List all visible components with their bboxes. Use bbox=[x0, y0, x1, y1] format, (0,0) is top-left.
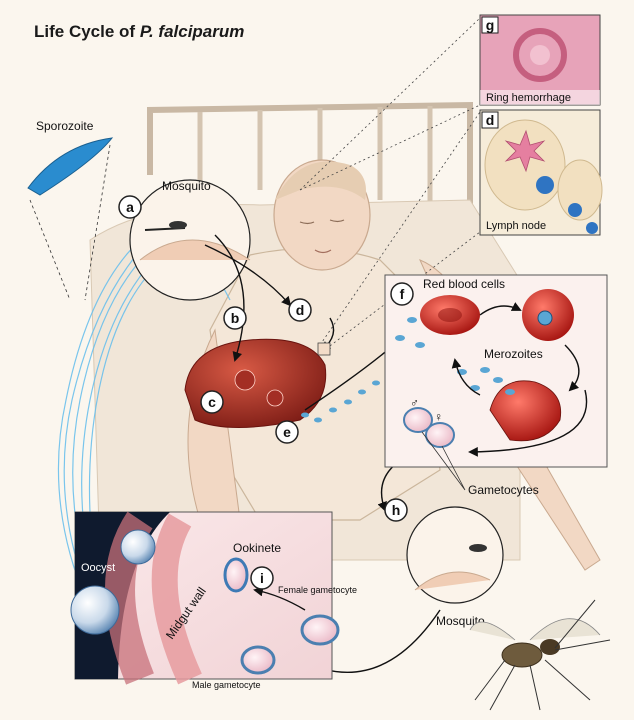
sporozoite-label: Sporozoite bbox=[36, 119, 94, 133]
female-symbol: ♀ bbox=[434, 410, 443, 424]
second-bite-circle bbox=[407, 507, 503, 603]
stage-e-text: e bbox=[283, 424, 291, 440]
mosquito-top-label: Mosquito bbox=[162, 179, 211, 193]
stage-badge-b: b bbox=[224, 307, 246, 329]
stage-badge-d: d bbox=[289, 299, 311, 321]
stage-badge-g: g bbox=[482, 17, 498, 33]
stage-h-text: h bbox=[392, 502, 401, 518]
merozoites-label: Merozoites bbox=[484, 347, 543, 361]
stage-badge-a: a bbox=[119, 196, 141, 218]
mosquito-illustration bbox=[470, 600, 610, 710]
stage-badge-i: i bbox=[251, 567, 273, 589]
stage-a-text: a bbox=[126, 199, 134, 215]
stage-g-text: g bbox=[486, 17, 495, 33]
male-gametocyte-label: Male gametocyte bbox=[192, 680, 261, 690]
red-blood-cells-label: Red blood cells bbox=[423, 277, 505, 291]
female-gametocyte-label: Female gametocyte bbox=[278, 585, 357, 595]
stage-d-panel-text: d bbox=[486, 112, 495, 128]
bite-zoom-circle bbox=[130, 180, 250, 300]
stage-c-text: c bbox=[208, 394, 216, 410]
stage-badge-e: e bbox=[276, 421, 298, 443]
panel-red-blood-cells bbox=[385, 275, 607, 467]
lymph-node-label: Lymph node bbox=[486, 220, 546, 232]
stage-badge-c: c bbox=[201, 391, 223, 413]
male-symbol: ♂ bbox=[410, 396, 419, 410]
stage-d-text: d bbox=[296, 302, 305, 318]
stage-badge-h: h bbox=[385, 499, 407, 521]
stage-badge-d-panel: d bbox=[482, 112, 498, 128]
stage-b-text: b bbox=[231, 310, 240, 326]
ookinete-label: Ookinete bbox=[233, 541, 281, 555]
gametocytes-label: Gametocytes bbox=[468, 483, 539, 497]
oocyst-label: Oocyst bbox=[81, 562, 115, 574]
stage-i-text: i bbox=[260, 570, 264, 586]
stage-badge-f: f bbox=[391, 283, 413, 305]
ring-hemorrhage-label: Ring hemorrhage bbox=[486, 92, 571, 104]
stage-f-text: f bbox=[400, 286, 405, 302]
